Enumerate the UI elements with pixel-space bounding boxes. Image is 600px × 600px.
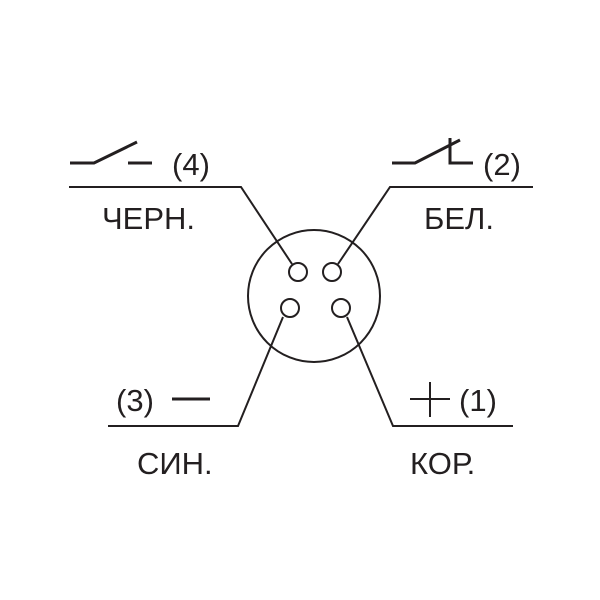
- connector-body: [247, 229, 381, 363]
- wire-1: [346, 316, 513, 427]
- pin-2: [322, 262, 342, 282]
- wire-2: [337, 186, 533, 265]
- plus-icon: [410, 382, 450, 417]
- pin-3-number: (3): [116, 383, 154, 418]
- pin-2-wire-label: БЕЛ.: [424, 201, 494, 236]
- normally-open-switch-icon: [70, 140, 152, 165]
- pin-4-number: (4): [172, 147, 210, 182]
- pin-1-wire-label: КОР.: [410, 446, 475, 481]
- pin-3-wire-label: СИН.: [137, 446, 213, 481]
- pin-1-number: (1): [459, 383, 497, 418]
- normally-closed-switch-icon: [392, 138, 473, 165]
- pin-2-number: (2): [483, 147, 521, 182]
- wire-4: [69, 186, 293, 265]
- pin-1: [331, 298, 351, 318]
- pin-3: [280, 298, 300, 318]
- pin-4-wire-label: ЧЕРН.: [102, 201, 195, 236]
- wire-3: [108, 316, 284, 427]
- pin-4: [288, 262, 308, 282]
